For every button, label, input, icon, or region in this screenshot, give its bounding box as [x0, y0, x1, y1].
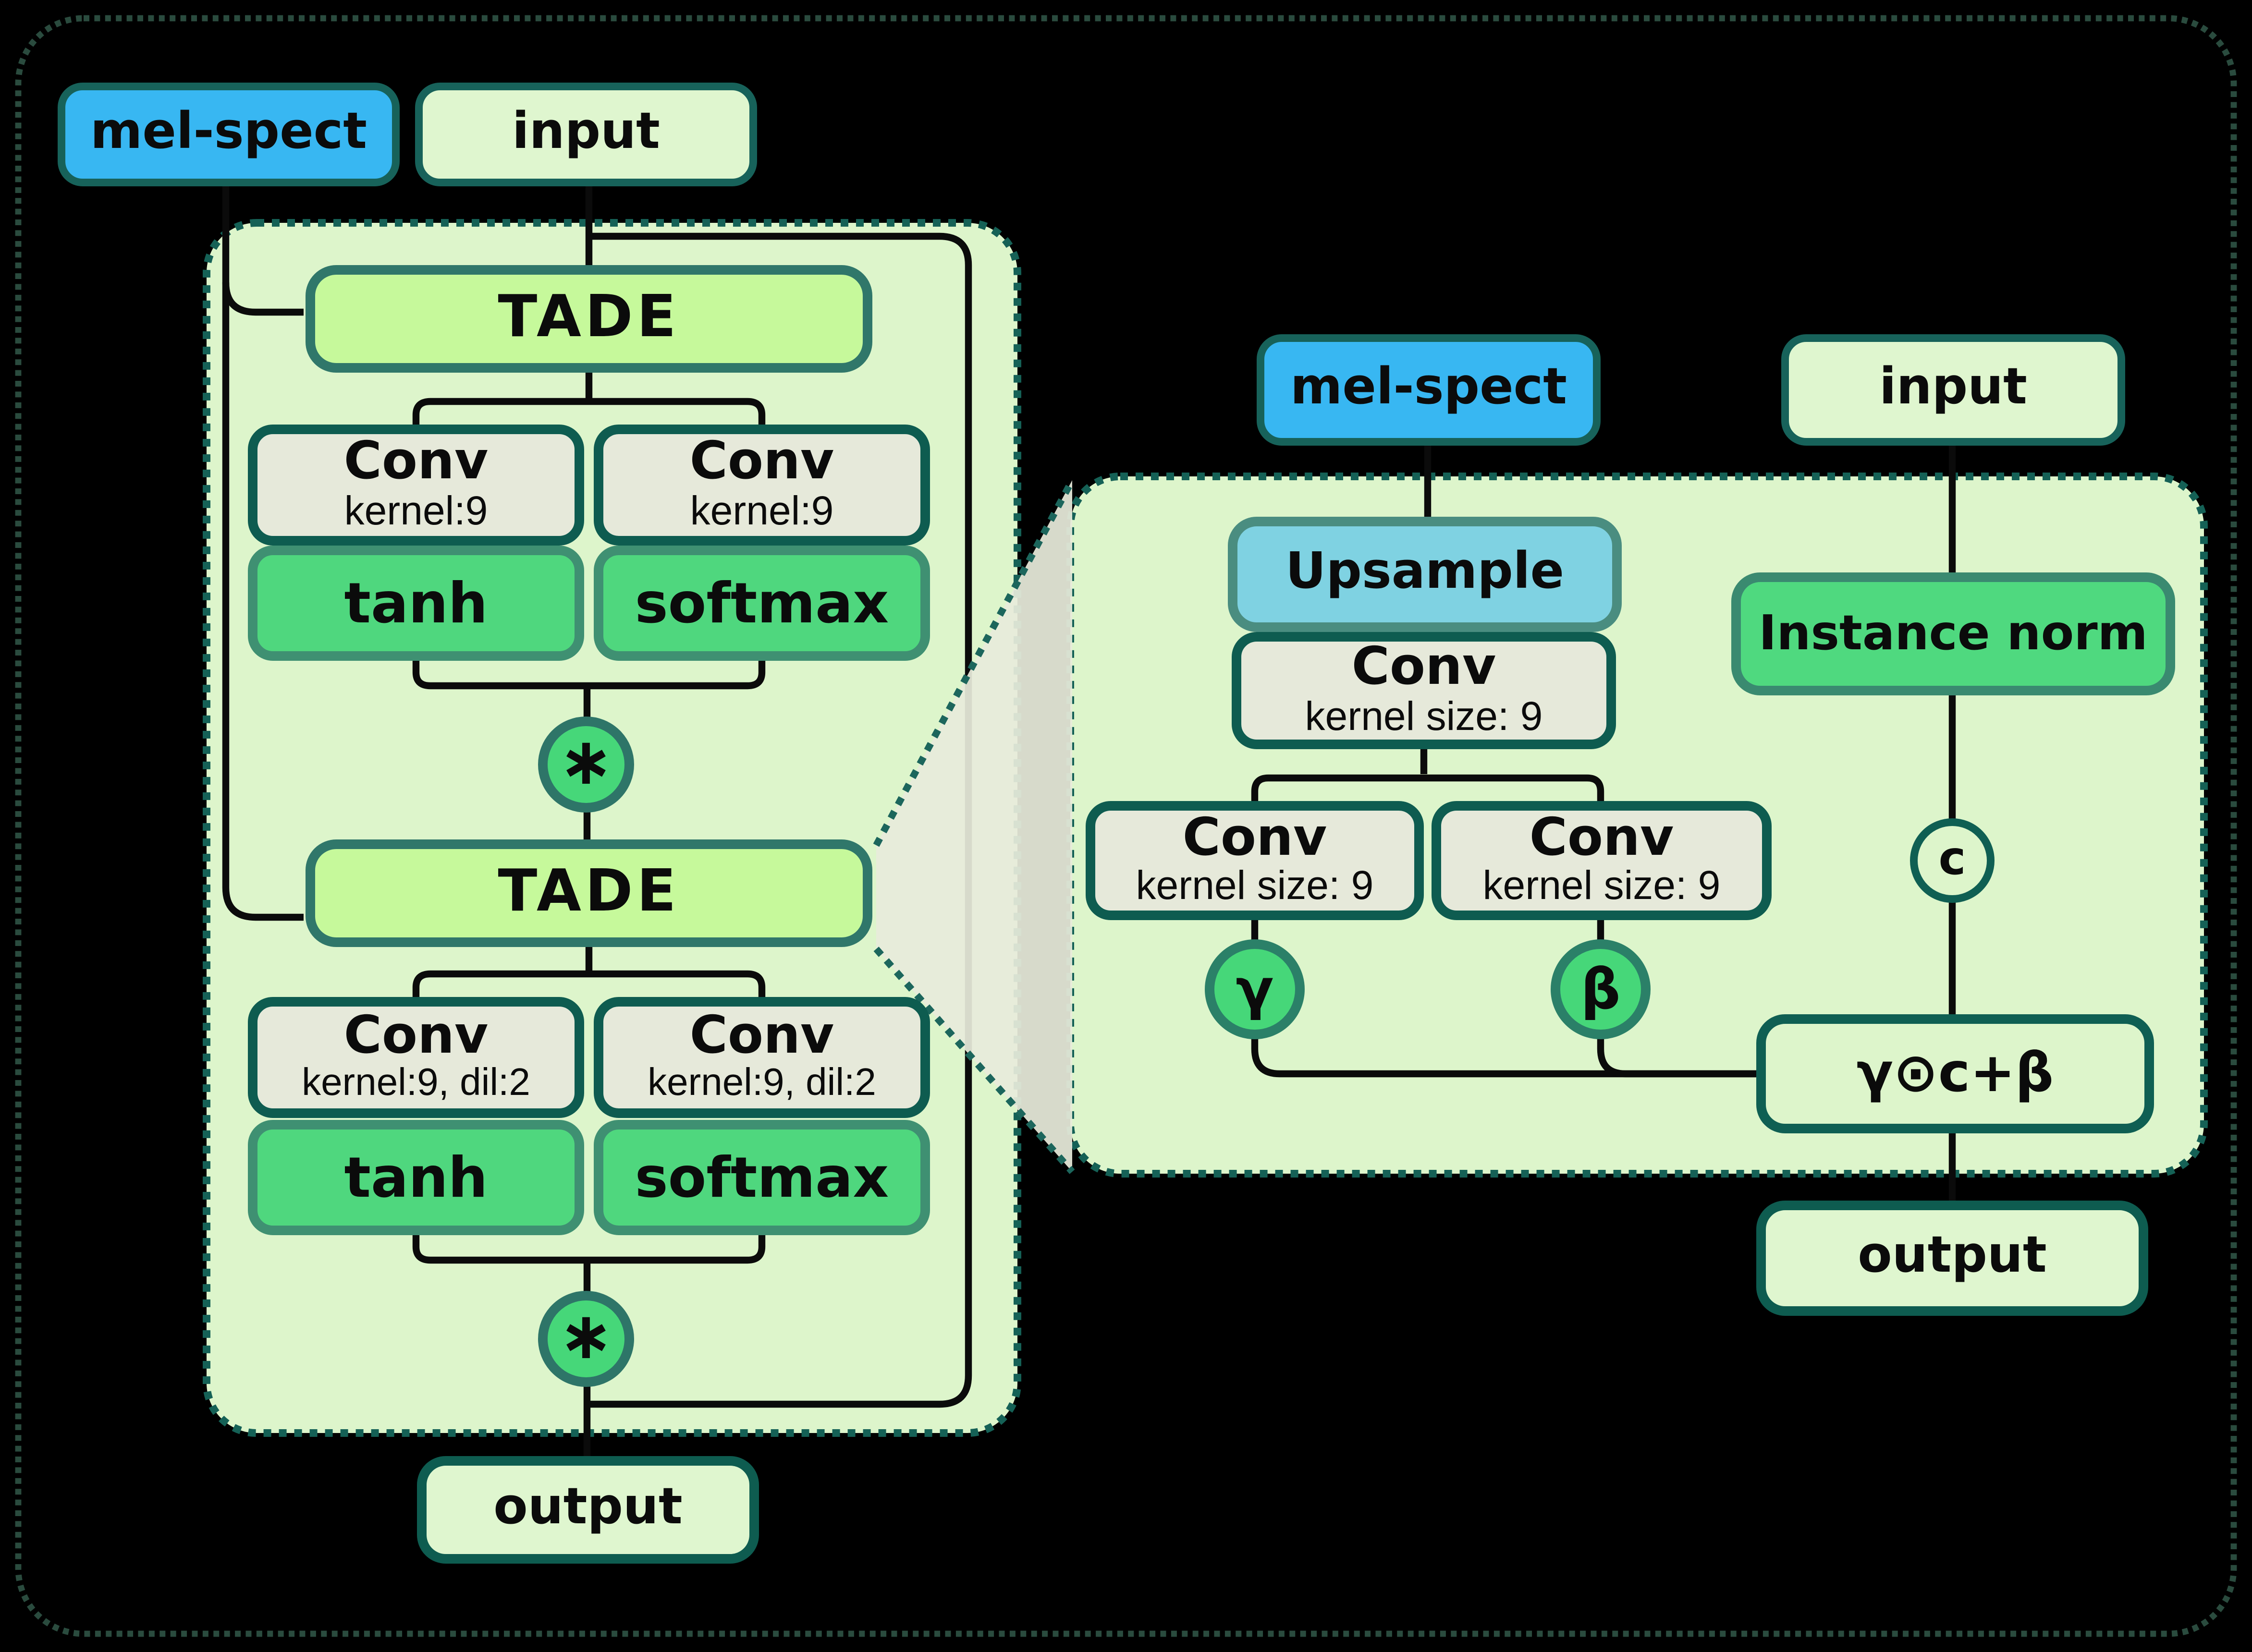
zoom-wedge	[876, 480, 1072, 1172]
conv-block-1b: Conv kernel:9	[594, 425, 930, 546]
outer-border	[15, 15, 2237, 1637]
softmax-block-1: softmax	[594, 546, 930, 661]
upsample-block: Upsample	[1228, 517, 1622, 632]
conv-gamma-title: Conv	[1182, 808, 1327, 868]
multiply-node-2: ∗	[538, 1291, 634, 1387]
mel-spect-label-right: mel-spect	[1290, 360, 1567, 418]
c-node: c	[1910, 818, 1995, 903]
tade-1-label: TADE	[498, 285, 680, 352]
zoom-wedge-top-edge	[873, 478, 1076, 847]
conv-block-top-right: Conv kernel size: 9	[1232, 632, 1616, 749]
tade-2-label: TADE	[498, 859, 680, 926]
zoom-wedge-bottom-edge	[873, 947, 1075, 1174]
input-node-right: input	[1781, 334, 2125, 446]
mel-spect-node-left: mel-spect	[58, 83, 400, 186]
tade-block-1: TADE	[306, 265, 872, 373]
gamma-to-modulation	[1251, 1037, 1758, 1078]
modulation-block: γ⊙c+β	[1756, 1014, 2154, 1133]
c-label: c	[1938, 832, 1966, 887]
softmax-block-2: softmax	[594, 1120, 930, 1235]
mel-spect-branch-tade1	[222, 282, 304, 316]
conv-split-bar-right	[1251, 774, 1604, 803]
output-label-left: output	[493, 1480, 683, 1538]
output-node-right: output	[1756, 1201, 2148, 1316]
conv-block-beta: Conv kernel size: 9	[1432, 801, 1772, 920]
conv-1b-title: Conv	[689, 433, 834, 493]
softmax-1-label: softmax	[635, 570, 889, 636]
mel-spect-wire-left	[222, 186, 304, 921]
gamma-label: γ	[1236, 956, 1274, 1022]
conv-block-1a: Conv kernel:9	[248, 425, 584, 546]
conv-beta-params: kernel size: 9	[1482, 864, 1721, 909]
conv-1a-params: kernel:9	[344, 489, 488, 534]
tanh-block-1: tanh	[248, 546, 584, 661]
multiply-1-label: ∗	[559, 724, 613, 802]
conv-top-params: kernel size: 9	[1305, 694, 1543, 739]
beta-to-modulation	[1597, 1037, 1758, 1078]
instance-norm-label: Instance norm	[1759, 605, 2148, 661]
beta-label: β	[1580, 956, 1621, 1022]
upsample-label: Upsample	[1285, 544, 1564, 602]
conv-2b-params: kernel:9, dil:2	[648, 1062, 876, 1105]
conv-1a-title: Conv	[343, 433, 489, 493]
multiply-2-label: ∗	[559, 1299, 613, 1376]
gamma-node: γ	[1205, 939, 1305, 1039]
tade-block-2: TADE	[306, 839, 872, 947]
conv-1b-params: kernel:9	[690, 489, 834, 534]
input-node-left: input	[415, 83, 757, 186]
output-node-left: output	[417, 1456, 759, 1564]
tade2-split-bar	[412, 970, 766, 999]
tanh-2-label: tanh	[344, 1144, 488, 1210]
input-label-left: input	[512, 104, 660, 162]
tanh-1-label: tanh	[344, 570, 488, 636]
tanh-block-2: tanh	[248, 1120, 584, 1235]
modulation-label: γ⊙c+β	[1856, 1042, 2054, 1105]
conv-top-title: Conv	[1351, 638, 1496, 698]
beta-node: β	[1551, 939, 1651, 1039]
tade1-split-bar	[412, 398, 766, 426]
conv-gamma-params: kernel size: 9	[1136, 864, 1374, 909]
softmax-2-label: softmax	[635, 1144, 889, 1210]
conv-2b-title: Conv	[689, 1006, 834, 1066]
conv-block-gamma: Conv kernel size: 9	[1086, 801, 1424, 920]
conv-2a-params: kernel:9, dil:2	[302, 1062, 530, 1105]
multiply-node-1: ∗	[538, 717, 634, 813]
conv-block-2b: Conv kernel:9, dil:2	[594, 997, 930, 1118]
conv-2a-title: Conv	[343, 1006, 489, 1066]
input-label-right: input	[1879, 360, 2027, 418]
conv-block-2a: Conv kernel:9, dil:2	[248, 997, 584, 1118]
instance-norm-block: Instance norm	[1731, 572, 2175, 695]
mel-spect-node-right: mel-spect	[1257, 334, 1601, 446]
mel-spect-label-left: mel-spect	[90, 104, 367, 162]
output-label-right: output	[1858, 1228, 2047, 1286]
conv-beta-title: Conv	[1529, 808, 1674, 868]
